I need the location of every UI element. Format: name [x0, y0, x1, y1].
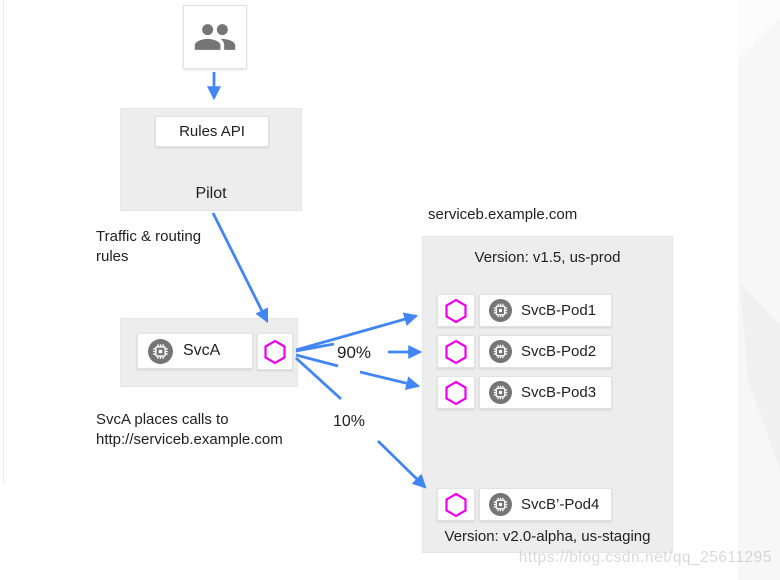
background-hairline: [3, 0, 4, 484]
service-chip-icon: [489, 381, 512, 404]
pod2-node: SvcB-Pod2: [479, 335, 612, 368]
split-10-label: 10%: [333, 413, 366, 430]
arrow-to-pod3-stub: [295, 353, 339, 368]
pod-label: SvcB-Pod1: [521, 302, 597, 319]
operator-node: [183, 5, 247, 69]
pod-label: SvcB-Pod2: [521, 343, 597, 360]
prod-version-label: Version: v1.5, us-prod: [474, 249, 621, 266]
svca-label: SvcA: [183, 342, 221, 359]
pilot-label: Pilot: [195, 185, 227, 202]
svca-caption: SvcA places calls to http://serviceb.exa…: [96, 411, 283, 448]
traffic-rules-label: Traffic & routing rules: [96, 228, 202, 265]
sidecar-hexagon-icon: [445, 380, 467, 405]
arrow-to-pod2-stub: [295, 342, 335, 353]
svca-node: SvcA: [137, 333, 253, 369]
arrow-to-pod4-stub: [295, 356, 342, 401]
background-polygon-mid: [740, 283, 780, 470]
arrow-to-pod4: [377, 439, 427, 489]
split-90-label: 90%: [337, 343, 372, 362]
service-chip-icon: [489, 299, 512, 322]
svca-sidecar-node: [257, 333, 293, 370]
pod3-sidecar-node: [437, 376, 475, 409]
service-chip-icon: [489, 340, 512, 363]
service-chip-icon: [489, 493, 512, 516]
sidecar-hexagon-icon: [263, 339, 287, 365]
sidecar-hexagon-icon: [445, 298, 467, 323]
pod1-node: SvcB-Pod1: [479, 294, 612, 327]
sidecar-hexagon-icon: [445, 339, 467, 364]
service-chip-icon: [148, 338, 173, 364]
pod3-node: SvcB-Pod3: [479, 376, 612, 409]
serviceb-domain-label: serviceb.example.com: [428, 206, 578, 223]
background-polygon-top: [738, 0, 780, 58]
people-icon: [193, 15, 237, 59]
arrow-pilot-to-sidecar: [211, 212, 269, 324]
pod4-sidecar-node: [437, 488, 475, 521]
staging-version-label: Version: v2.0-alpha, us-staging: [444, 528, 651, 545]
watermark: https://blog.csdn.net/qq_25611295: [518, 549, 772, 566]
rules-api-label: Rules API: [179, 123, 245, 140]
background-artifact-band: [738, 0, 780, 580]
arrow-to-pod3: [359, 370, 421, 391]
pod4-node: SvcB’-Pod4: [479, 488, 612, 521]
pod1-sidecar-node: [437, 294, 475, 327]
pod2-sidecar-node: [437, 335, 475, 368]
sidecar-hexagon-icon: [445, 492, 467, 517]
pod-label: SvcB’-Pod4: [521, 496, 600, 513]
pod-label: SvcB-Pod3: [521, 384, 597, 401]
rules-api-node: Rules API: [155, 116, 269, 147]
